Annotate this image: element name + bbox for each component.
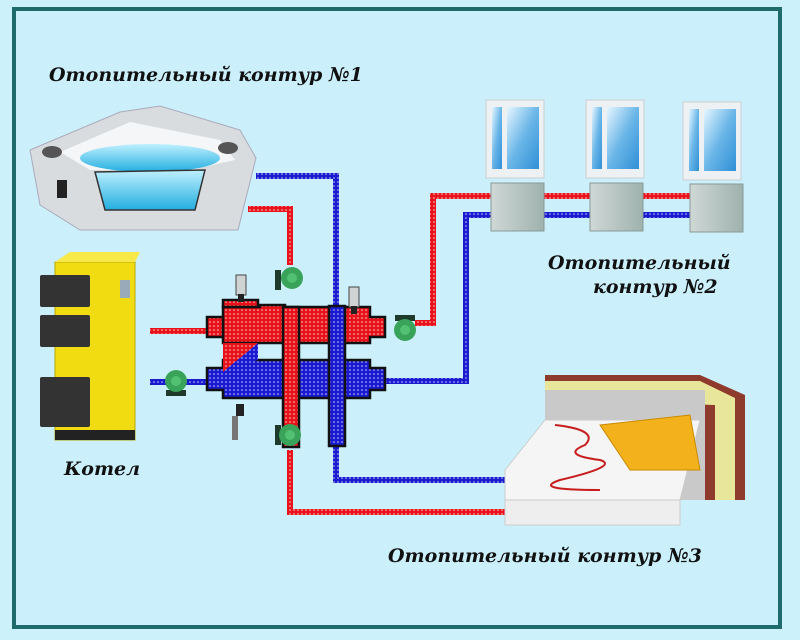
air-vents	[232, 274, 360, 440]
radiator-unit-1	[485, 99, 545, 232]
boiler-label: Котел	[64, 458, 141, 480]
hot-pipe-circuit1	[248, 206, 293, 265]
underfloor-heating-image	[504, 375, 745, 526]
circuit3-label: Отопительный контур №3	[388, 545, 702, 567]
circuit2-label-line2: контур №2	[593, 276, 718, 298]
boiler-image	[40, 252, 140, 441]
hydraulic-separator	[205, 298, 387, 449]
hot-pipe-circuit2	[415, 193, 700, 326]
radiator-unit-2	[585, 99, 645, 232]
pump-circuit1	[275, 267, 303, 290]
pump-boiler-return	[165, 370, 187, 396]
hot-pipe-circuit3	[287, 450, 505, 515]
jacuzzi-bathtub	[29, 105, 257, 231]
pump-circuit2	[394, 315, 416, 341]
circuit1-label: Отопительный контур №1	[49, 64, 363, 86]
cold-pipe-circuit3	[333, 410, 505, 483]
circuit2-label-line1: Отопительный	[548, 252, 731, 274]
pump-circuit3	[275, 424, 301, 446]
radiator-unit-3	[682, 101, 744, 233]
cold-pipe-circuit2	[380, 212, 700, 384]
hot-pipes	[150, 193, 700, 515]
cold-pipe-circuit1	[256, 173, 339, 310]
